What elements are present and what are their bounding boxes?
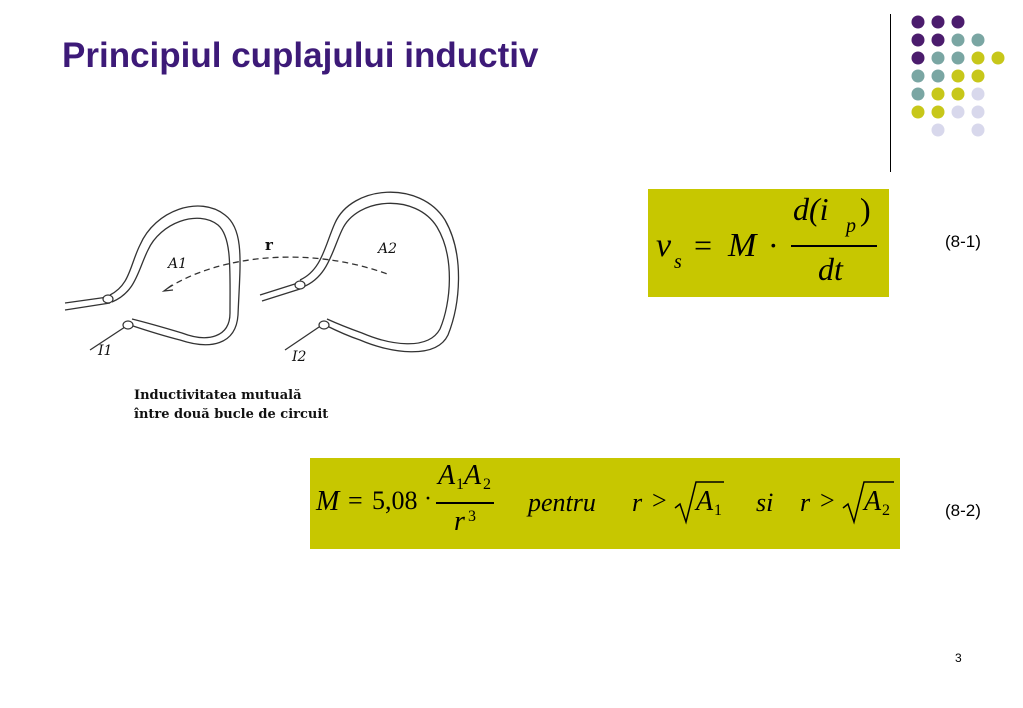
eq2-number: (8-2)	[945, 501, 981, 520]
decorative-dot	[931, 33, 945, 47]
label-i1: I1	[97, 343, 112, 359]
label-i2: I2	[291, 349, 307, 365]
eq2-equals: =	[348, 486, 363, 515]
page-number: 3	[955, 651, 962, 665]
slide-title: Principiul cuplajului inductiv	[62, 36, 539, 75]
eq1-fraction-bar	[791, 245, 877, 247]
eq2-cond1-radicand-sub: 1	[714, 502, 722, 519]
mutual-inductance-figure: r A1 A2 I1 I2	[64, 191, 460, 365]
figure-caption: Inductivitatea mutuală între două bucle …	[134, 386, 328, 424]
eq2-word-si: si	[756, 488, 774, 517]
eq1-dot: ·	[768, 227, 779, 263]
eq2-denominator: r	[454, 506, 465, 537]
equation-8-2: M = 5,08 · A 1 A 2 r 3 pentru r > A 1 si…	[310, 458, 900, 549]
eq1-lhs: v	[656, 227, 672, 264]
decorative-dot	[911, 15, 925, 29]
decorative-dot	[971, 105, 985, 119]
decorative-dot	[931, 105, 945, 119]
equation-8-1: v s = M · d(i p ) dt	[648, 189, 889, 297]
eq2-cond2-var: r	[800, 488, 811, 517]
label-a2: A2	[376, 241, 397, 257]
eq2-num-a2: A	[464, 460, 482, 491]
decorative-dot	[931, 15, 945, 29]
eq1-numerator: d(i	[793, 191, 829, 227]
decorative-dot	[911, 87, 925, 101]
decorative-dot	[911, 33, 925, 47]
eq2-dot: ·	[424, 486, 432, 512]
eq2-cond1-var: r	[632, 488, 643, 517]
decorative-dot	[931, 123, 945, 137]
eq1-equals: =	[694, 227, 713, 263]
caption-line-2: între două bucle de circuit	[134, 407, 329, 422]
eq2-fraction-bar	[436, 502, 494, 504]
eq1-numerator-sub: p	[846, 215, 856, 237]
eq2-cond2-op: >	[820, 486, 835, 515]
eq1-number: (8-1)	[945, 232, 981, 251]
decorative-dot	[971, 69, 985, 83]
label-r: r	[265, 236, 274, 254]
eq2-cond1-op: >	[652, 486, 667, 515]
eq1-lhs-sub: s	[674, 251, 682, 273]
decorative-dot	[951, 15, 965, 29]
decorative-dot	[971, 33, 985, 47]
decorative-dot	[971, 123, 985, 137]
decorative-dot	[931, 51, 945, 65]
eq2-denominator-exp: 3	[468, 508, 476, 525]
decorative-dot	[991, 51, 1005, 65]
decorative-dot	[951, 69, 965, 83]
eq1-numerator-close: )	[860, 191, 871, 227]
decorative-dot	[911, 51, 925, 65]
eq2-word-pentru: pentru	[528, 488, 596, 517]
eq2-coefficient: 5,08	[372, 486, 418, 515]
eq2-cond1-radical-sign	[674, 481, 724, 525]
eq2-cond2-radicand: A	[864, 486, 882, 517]
decorative-dot	[951, 51, 965, 65]
eq1-factor: M	[728, 227, 757, 264]
decorative-dot	[951, 87, 965, 101]
eq2-num-a1-sub: 1	[456, 476, 464, 493]
decorative-dot	[931, 87, 945, 101]
divider-line	[890, 14, 891, 172]
decorative-dot	[951, 105, 965, 119]
decorative-dot	[951, 33, 965, 47]
eq2-num-a1: A	[438, 460, 456, 491]
eq2-lhs: M	[316, 486, 340, 517]
eq2-cond2-radical-sign	[842, 481, 894, 525]
eq2-cond1-radicand: A	[696, 486, 714, 517]
decorative-dot	[971, 51, 985, 65]
caption-line-1: Inductivitatea mutuală	[134, 388, 302, 403]
eq1-denominator: dt	[818, 251, 843, 287]
decorative-dot	[971, 87, 985, 101]
eq2-num-a2-sub: 2	[483, 476, 491, 493]
label-a1: A1	[166, 256, 187, 272]
decorative-dot-grid	[911, 15, 1005, 137]
eq2-cond2-radicand-sub: 2	[882, 502, 890, 519]
decorative-dot	[911, 105, 925, 119]
decorative-dot	[931, 69, 945, 83]
decorative-dot	[911, 69, 925, 83]
